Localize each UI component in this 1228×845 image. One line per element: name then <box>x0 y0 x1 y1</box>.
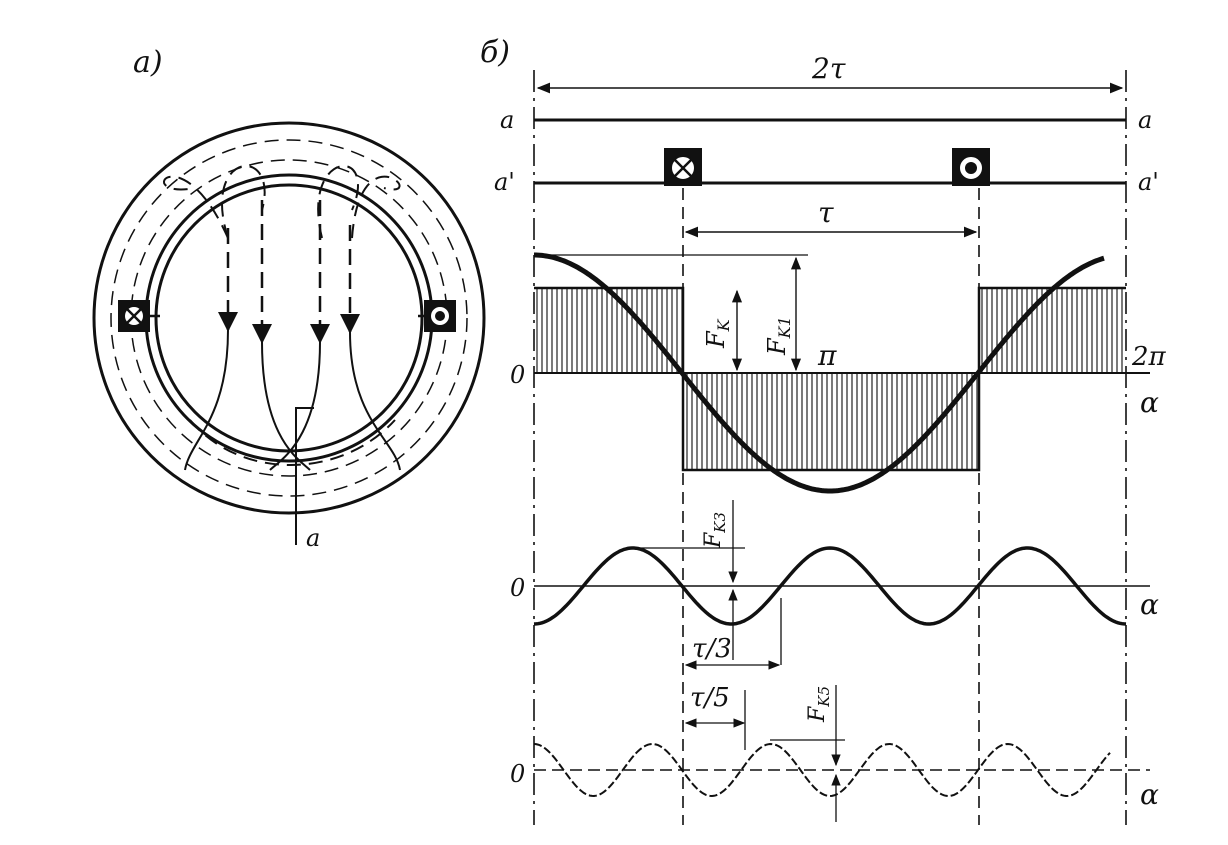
coil-side-dot-icon <box>952 148 990 186</box>
shaft-marker: a <box>295 407 320 552</box>
third-harmonic-plot: FK3 τ/3 0 α <box>510 500 1159 670</box>
fifth-period-label: τ/5 <box>690 683 730 713</box>
pi-label: π <box>817 339 837 372</box>
flux-lines-top <box>163 164 401 239</box>
shaft-label: a <box>306 524 320 552</box>
panel-b: б) 2τ a a a' a' <box>480 35 1167 825</box>
fifth-alpha-label: α <box>1140 778 1159 811</box>
mmf-fundamental-curve <box>534 252 1105 494</box>
mmf-zero-label: 0 <box>510 361 525 389</box>
svg-text:FK1: FK1 <box>763 316 794 356</box>
mmf-plot: FK FK1 π 2π 0 α <box>510 252 1167 494</box>
fifth-zero-label: 0 <box>510 760 525 788</box>
mmf-alpha-label: α <box>1140 386 1159 419</box>
third-harmonic-curve <box>533 546 1127 626</box>
slot-cross-icon <box>118 300 160 332</box>
fk5-label: FK5 <box>805 686 833 723</box>
coil-side-cross-icon <box>664 148 702 186</box>
conductor-a-right-label: a <box>1138 106 1152 134</box>
mmf-block-positive-left <box>534 288 683 373</box>
third-period-label: τ/3 <box>692 634 732 664</box>
third-zero-label: 0 <box>510 574 525 602</box>
panel-a: a) <box>92 45 486 552</box>
fk-label: FK <box>702 318 733 349</box>
third-alpha-label: α <box>1140 588 1159 621</box>
conductor-a-left-label: a <box>500 106 514 134</box>
dimension-tau: τ <box>684 196 978 238</box>
frame-verticals <box>533 70 1127 825</box>
fk1-label: FK1 <box>763 316 794 356</box>
panel-a-label: a) <box>133 45 163 80</box>
svg-text:FK: FK <box>702 318 733 349</box>
conductor-a-prime: a' a' <box>494 168 1159 196</box>
flux-arrows <box>218 200 360 344</box>
conductor-a: a a <box>500 106 1152 134</box>
svg-text:FK5: FK5 <box>805 686 833 723</box>
mmf-block-negative <box>683 373 979 470</box>
fk3-label: FK3 <box>701 512 729 549</box>
mmf-square-wave <box>534 286 1126 472</box>
flux-lines-bottom <box>184 329 401 471</box>
fifth-harmonic-plot: FK5 τ/5 0 α <box>510 683 1159 822</box>
svg-text:FK3: FK3 <box>701 512 729 549</box>
mmf-block-positive-right <box>979 288 1126 373</box>
dimension-2tau: 2τ <box>536 52 1124 94</box>
two-pi-label: 2π <box>1131 342 1167 372</box>
slot-dot-icon <box>418 300 456 332</box>
conductor-a-prime-right-label: a' <box>1138 168 1159 196</box>
span-tau-label: τ <box>818 196 834 229</box>
span-2tau-label: 2τ <box>811 52 846 85</box>
rotor <box>144 173 434 463</box>
conductor-a-prime-left-label: a' <box>494 168 515 196</box>
fifth-harmonic-curve <box>533 742 1111 798</box>
panel-b-label: б) <box>480 35 510 70</box>
coil-projections <box>682 188 980 825</box>
